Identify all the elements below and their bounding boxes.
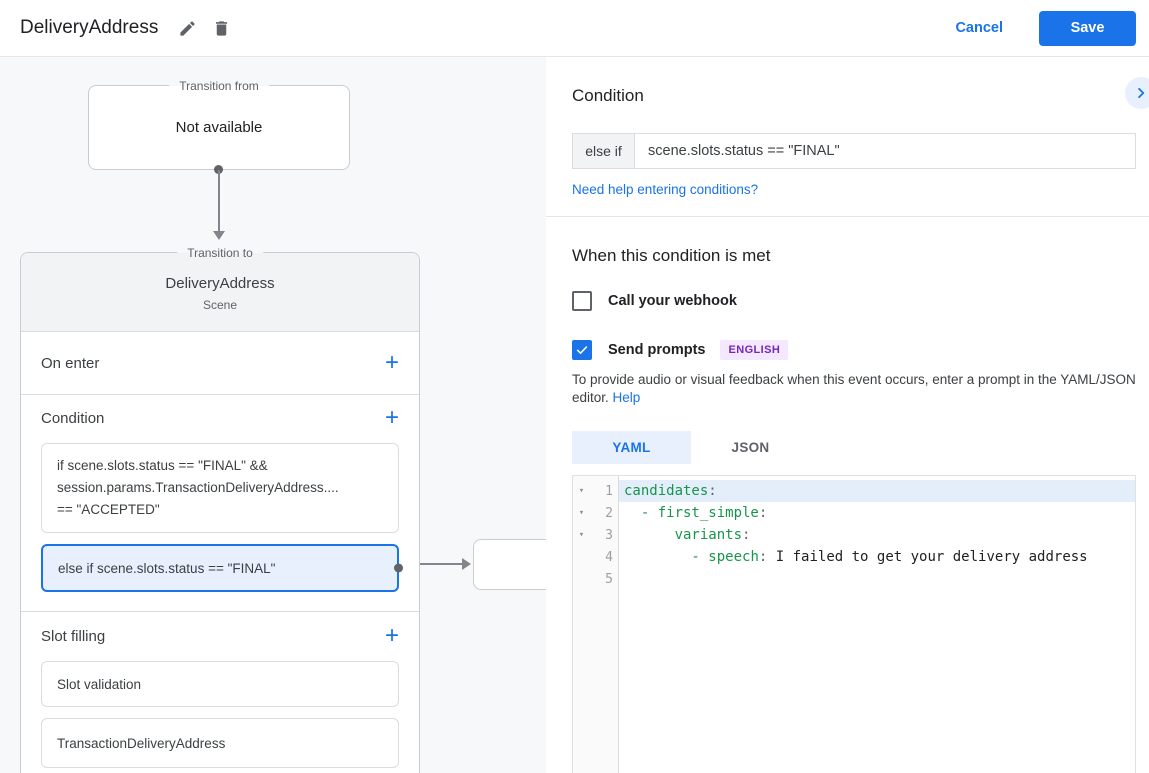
section-divider <box>21 394 419 395</box>
tab-json[interactable]: JSON <box>731 440 770 455</box>
yaml-dash: - <box>624 549 709 565</box>
delete-scene-button[interactable] <box>204 11 238 45</box>
condition-expression-input[interactable] <box>635 134 1135 168</box>
transition-to-card: Transition to DeliveryAddress Scene On e… <box>20 245 420 773</box>
panel-divider <box>546 216 1149 217</box>
yaml-colon: : <box>708 483 717 499</box>
condition-item-else-if-selected[interactable]: else if scene.slots.status == "FINAL" <box>41 544 403 592</box>
transition-to-legend: Transition to <box>177 245 263 261</box>
when-condition-met-title: When this condition is met <box>572 246 771 265</box>
prompts-option-row: Send prompts ENGLISH <box>572 340 1136 360</box>
condition-editor-panel: Condition else if Need help entering con… <box>546 57 1149 773</box>
save-button[interactable]: Save <box>1039 10 1136 46</box>
connector-dot <box>394 563 403 573</box>
connector-dot <box>214 165 223 174</box>
condition-if-line: session.params.TransactionDeliveryAddres… <box>57 480 339 495</box>
yaml-colon: : <box>758 549 768 565</box>
chevron-right-icon <box>1132 84 1149 102</box>
top-bar: DeliveryAddress Cancel Save <box>0 0 1149 57</box>
condition-help-link[interactable]: Need help entering conditions? <box>572 182 759 197</box>
editor-gutter: ▾ 1 ▾ 2 ▾ 3 4 5 <box>573 476 619 773</box>
code-line: variants: <box>619 524 1135 546</box>
condition-if-line: == "ACCEPTED" <box>57 502 160 517</box>
yaml-key: variants <box>674 527 743 543</box>
page-title: DeliveryAddress <box>20 17 159 38</box>
transition-target-box <box>473 539 546 590</box>
description-text: To provide audio or visual feedback when… <box>572 372 1136 405</box>
transition-from-box: Transition from Not available <box>88 78 350 170</box>
diagram-pane: Transition from Not available Transition… <box>0 57 546 773</box>
send-prompts-checkbox[interactable] <box>572 340 592 360</box>
yaml-key: first_simple <box>657 505 759 521</box>
slot-filling-label: Slot filling <box>41 627 106 645</box>
webhook-label[interactable]: Call your webhook <box>608 293 737 309</box>
editor-format-tabs: YAML JSON <box>572 431 1136 464</box>
panel-title: Condition <box>572 86 644 105</box>
slot-item-transaction-delivery-address[interactable]: TransactionDeliveryAddress <box>41 718 399 768</box>
yaml-value: I failed to get your delivery address <box>767 549 1088 565</box>
add-on-enter-button[interactable]: + <box>384 349 399 376</box>
add-condition-button[interactable]: + <box>384 404 399 431</box>
fold-arrow-icon[interactable]: ▾ <box>578 530 585 540</box>
fold-arrow-icon[interactable]: ▾ <box>578 486 585 496</box>
condition-label: Condition <box>41 409 105 427</box>
yaml-colon: : <box>742 527 751 543</box>
webhook-checkbox[interactable] <box>572 291 592 311</box>
pencil-icon <box>178 19 197 38</box>
tab-yaml[interactable]: YAML <box>572 431 691 464</box>
send-prompts-label[interactable]: Send prompts <box>608 342 706 358</box>
add-slot-button[interactable]: + <box>384 622 399 649</box>
checkmark-icon <box>575 343 589 357</box>
line-number: 1 <box>605 483 613 499</box>
transition-from-value: Not available <box>175 119 263 136</box>
slot-item-validation[interactable]: Slot validation <box>41 661 399 707</box>
scene-name: DeliveryAddress <box>165 275 275 292</box>
condition-expression-row: else if <box>572 133 1136 169</box>
yaml-code-editor[interactable]: ▾ 1 ▾ 2 ▾ 3 4 5 candidates: - first_simple:… <box>572 475 1136 773</box>
scene-type-label: Scene <box>202 298 238 312</box>
slot-filling-section: Slot filling + Slot validation Transacti… <box>21 612 419 768</box>
yaml-dash: - <box>624 505 658 521</box>
yaml-key: candidates <box>624 483 709 499</box>
condition-item-if[interactable]: if scene.slots.status == "FINAL" && sess… <box>41 443 399 533</box>
collapse-panel-button[interactable] <box>1125 77 1149 109</box>
arrow-down-icon <box>213 231 225 240</box>
editor-code-area[interactable]: candidates: - first_simple: variants: - … <box>619 476 1135 773</box>
arrow-right-icon <box>462 558 471 570</box>
code-line: - first_simple: <box>619 502 1135 524</box>
help-link[interactable]: Help <box>612 389 641 405</box>
code-line: candidates: <box>619 480 1135 502</box>
line-number: 3 <box>605 527 613 543</box>
section-divider <box>21 611 419 612</box>
condition-prefix-label: else if <box>573 134 635 168</box>
yaml-key: speech <box>708 549 759 565</box>
on-enter-section: On enter + <box>21 332 419 394</box>
line-number: 2 <box>605 505 613 521</box>
connector-line-horizontal <box>402 563 462 565</box>
connector-line-vertical <box>218 170 220 231</box>
edit-scene-button[interactable] <box>170 11 204 45</box>
on-enter-label: On enter <box>41 354 100 372</box>
condition-section: Condition + if scene.slots.status == "FI… <box>21 395 419 611</box>
fold-arrow-icon[interactable]: ▾ <box>578 508 585 518</box>
prompt-editor-description: To provide audio or visual feedback when… <box>572 371 1136 406</box>
line-number: 5 <box>605 571 613 587</box>
yaml-indent <box>624 527 675 543</box>
code-line <box>619 568 1135 590</box>
language-badge: ENGLISH <box>720 340 789 360</box>
transition-from-legend: Transition from <box>169 78 269 94</box>
condition-if-line: if scene.slots.status == "FINAL" && <box>57 458 268 473</box>
trash-icon <box>212 19 231 38</box>
yaml-colon: : <box>758 505 768 521</box>
condition-else-if-text: else if scene.slots.status == "FINAL" <box>58 560 276 576</box>
webhook-option-row: Call your webhook <box>572 291 1136 311</box>
cancel-button[interactable]: Cancel <box>955 20 1003 36</box>
code-line: - speech: I failed to get your delivery … <box>619 546 1135 568</box>
line-number: 4 <box>605 549 613 565</box>
scene-card-header: DeliveryAddress Scene <box>21 253 419 332</box>
